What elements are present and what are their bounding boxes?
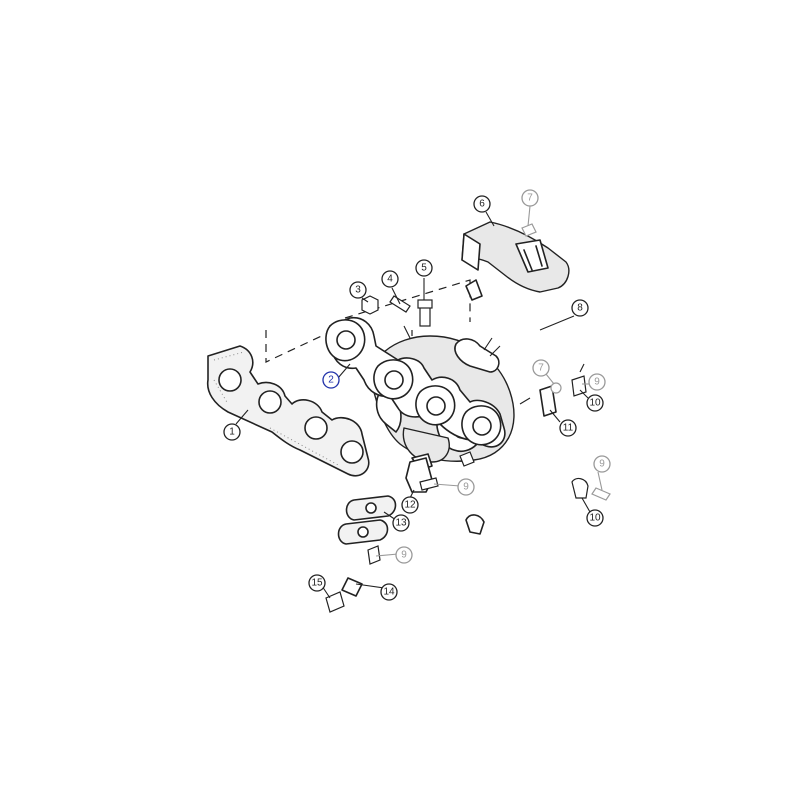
svg-text:7: 7 <box>538 363 544 374</box>
callout-6[interactable]: 6 <box>473 195 491 213</box>
svg-text:5: 5 <box>421 263 427 274</box>
hardware <box>361 223 611 501</box>
svg-text:2: 2 <box>328 375 334 386</box>
callout-8[interactable]: 8 <box>571 299 589 317</box>
callout-7-top[interactable]: 7 <box>521 189 539 207</box>
callout-9-upper-right[interactable]: 9 <box>588 373 606 391</box>
svg-text:10: 10 <box>589 513 601 524</box>
callout-11[interactable]: 11 <box>559 419 577 437</box>
callout-3[interactable]: 3 <box>349 281 367 299</box>
oil-drain-assembly <box>325 495 397 613</box>
bolt-icon <box>521 223 537 237</box>
exhaust-manifold-turbo <box>325 316 531 471</box>
callout-12[interactable]: 12 <box>401 496 419 514</box>
clamp-icon <box>571 375 587 397</box>
callout-14[interactable]: 14 <box>380 583 398 601</box>
oil-feed-pipe <box>465 279 614 558</box>
callout-10-upper[interactable]: 10 <box>586 394 604 412</box>
callout-5[interactable]: 5 <box>415 259 433 277</box>
svg-text:15: 15 <box>311 578 323 589</box>
nut-icon <box>361 295 379 315</box>
svg-text:10: 10 <box>589 398 601 409</box>
callout-10-lower[interactable]: 10 <box>586 509 604 527</box>
svg-text:1: 1 <box>229 427 235 438</box>
clamp-icon <box>571 477 589 499</box>
fitting-icon <box>325 591 345 613</box>
callout-9-center[interactable]: 9 <box>457 478 475 496</box>
svg-text:3: 3 <box>355 285 361 296</box>
svg-text:9: 9 <box>463 482 469 493</box>
nut-icon <box>550 382 562 394</box>
svg-text:9: 9 <box>599 459 605 470</box>
manifold-gasket <box>206 345 370 477</box>
callout-4[interactable]: 4 <box>381 270 399 288</box>
callout-1[interactable]: 1 <box>223 423 241 441</box>
callout-9-lower-right[interactable]: 9 <box>593 455 611 473</box>
leader-lines <box>235 205 603 599</box>
bracket-icon <box>539 385 557 417</box>
svg-text:7: 7 <box>527 193 533 204</box>
bolt-icon <box>419 305 431 327</box>
svg-text:8: 8 <box>577 303 583 314</box>
callout-13[interactable]: 13 <box>392 514 410 532</box>
callouts: 1 2 3 4 5 6 7 7 8 9 9 9 9 10 10 11 12 13… <box>223 189 611 601</box>
callout-15[interactable]: 15 <box>308 574 326 592</box>
callout-2[interactable]: 2 <box>322 371 340 389</box>
svg-text:14: 14 <box>383 587 395 598</box>
callout-7-right[interactable]: 7 <box>532 359 550 377</box>
svg-text:9: 9 <box>401 550 407 561</box>
heat-shield <box>461 221 570 293</box>
svg-text:4: 4 <box>387 274 393 285</box>
svg-text:13: 13 <box>395 518 407 529</box>
svg-text:11: 11 <box>563 423 574 434</box>
svg-text:9: 9 <box>594 377 600 388</box>
svg-text:6: 6 <box>479 199 485 210</box>
bolt-icon <box>591 487 611 501</box>
callout-9-drain[interactable]: 9 <box>395 546 413 564</box>
svg-text:12: 12 <box>404 500 416 511</box>
